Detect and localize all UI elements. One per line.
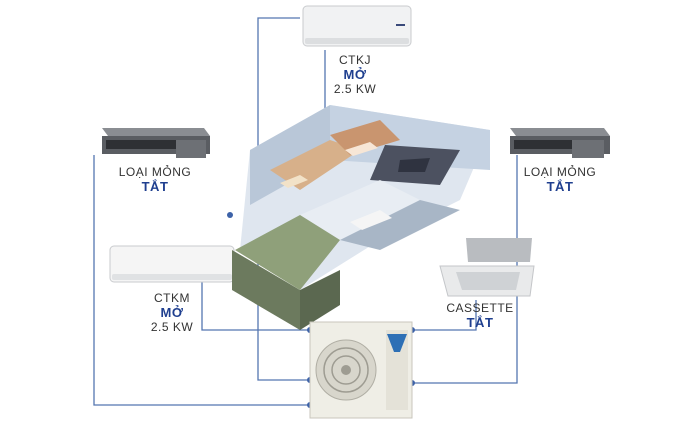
ctkm-wall-unit-image [109, 245, 235, 283]
line-left-duct [93, 155, 310, 406]
right-duct-state: TẮT [546, 178, 574, 194]
line-right-duct [412, 155, 518, 384]
left-duct-state: TẮT [141, 178, 169, 194]
left-duct-label: LOẠI MỎNG TẮT [100, 165, 210, 195]
cassette-state: TẮT [466, 314, 494, 330]
line-cassette [412, 300, 477, 331]
ctkj-state: MỞ [343, 66, 367, 82]
left-duct-unit-image [102, 128, 210, 158]
ctkm-label: CTKM MỞ 2.5 KW [112, 291, 232, 335]
right-duct-label: LOẠI MỎNG TẮT [505, 165, 615, 195]
ctkj-wall-unit-image [302, 5, 412, 47]
cassette-name: CASSETTE [446, 301, 514, 315]
left-duct-name: LOẠI MỎNG [118, 165, 192, 179]
building-cutaway-image [232, 105, 490, 330]
ctkm-state: MỞ [160, 304, 184, 320]
ctkm-name: CTKM [154, 291, 190, 305]
cassette-label: CASSETTE TẮT [430, 301, 530, 331]
ctkm-power: 2.5 KW [150, 319, 194, 334]
cassette-unit-image [439, 238, 535, 297]
right-duct-name: LOẠI MỎNG [523, 165, 597, 179]
right-duct-unit-image [510, 128, 610, 158]
ctkj-label: CTKJ MỞ 2.5 KW [300, 53, 410, 97]
outdoor-unit-image [309, 321, 413, 419]
ctkj-name: CTKJ [339, 53, 371, 67]
ctkj-power: 2.5 KW [333, 81, 377, 96]
